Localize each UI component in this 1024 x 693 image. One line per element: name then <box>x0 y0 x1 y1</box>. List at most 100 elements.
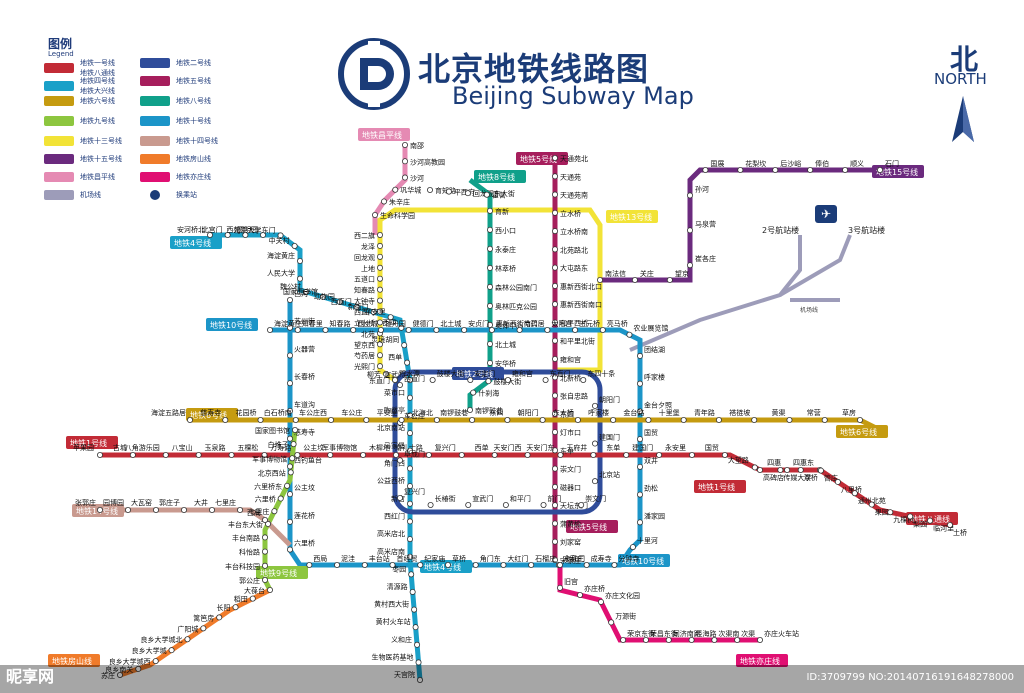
station-label: 石榴庄 <box>535 554 556 563</box>
station-dot <box>757 637 764 644</box>
station-dot <box>868 501 875 508</box>
station-label: 苏庄 <box>101 671 115 680</box>
station-label: 荣京东街 <box>627 629 655 638</box>
station-label: 巩华城 <box>400 186 421 195</box>
legend-label: 地铁二号线 <box>176 59 211 67</box>
station-dot <box>552 392 559 399</box>
station-label: 丰台南路 <box>232 533 260 542</box>
line-tag-bg <box>256 566 308 579</box>
station-dot <box>286 518 293 525</box>
legend-item: 地铁十四号线 <box>140 136 218 146</box>
station-label: 丰台东大街 <box>228 520 263 529</box>
station-label: 火器营 <box>294 344 315 353</box>
station-dot <box>389 562 396 569</box>
station-label: 奥林匹克公园 <box>495 302 537 311</box>
line-tag-bg <box>66 436 118 449</box>
station-dot <box>409 588 416 595</box>
line-tag-bg <box>170 236 222 249</box>
station-label: 西二旗 <box>354 231 375 240</box>
station-label: 平西府 <box>454 188 475 197</box>
legend-swatch <box>140 136 170 146</box>
legend-label: 地铁昌平线 <box>80 173 115 181</box>
line-tag: 地铁房山线 <box>52 656 92 666</box>
station-label: 北苑路北 <box>560 245 588 254</box>
station-dot <box>620 637 627 644</box>
legend-item: 地铁昌平线 <box>44 172 115 182</box>
subway-logo-icon <box>338 38 410 110</box>
station-dot <box>608 619 615 626</box>
station-label: 马家堡 <box>384 441 405 450</box>
station-dot <box>129 451 136 458</box>
legend-swatch <box>140 58 170 68</box>
station-dot <box>334 562 341 569</box>
station-label: 磁器口 <box>560 483 581 492</box>
station-dot <box>286 296 293 303</box>
station-dot <box>350 326 357 333</box>
station-dot <box>406 430 413 437</box>
station-label: 草房 <box>842 408 856 417</box>
station-dot <box>772 166 779 173</box>
station-label: 光熙门 <box>354 362 375 371</box>
station-dot <box>376 286 383 293</box>
station-dot <box>552 502 559 509</box>
station-label: 陶然亭 <box>384 405 405 414</box>
station-label: 四惠 <box>767 458 781 467</box>
station-label: 积水潭 <box>399 369 420 378</box>
line-13 <box>377 207 603 373</box>
station-dot <box>265 520 272 527</box>
legend-swatch <box>44 154 74 164</box>
station-label: 惠新西街北口 <box>560 282 602 291</box>
station-dot <box>153 506 160 513</box>
station-label: 石门 <box>885 159 899 168</box>
line-tag: 地铁4号线 <box>174 238 211 248</box>
station-dot <box>433 326 440 333</box>
station-dot <box>303 288 310 295</box>
station-label: 西单 <box>388 353 402 362</box>
station-dot <box>637 519 644 526</box>
station-label: 木樨地 <box>369 443 390 452</box>
station-dot <box>599 326 606 333</box>
station-label: 郭庄子 <box>159 498 180 507</box>
north-label-en: NORTH <box>934 70 987 88</box>
line-14 <box>100 507 292 547</box>
station-dot <box>406 377 413 384</box>
legend-item: 地铁一号线 地铁八通线 <box>44 58 115 78</box>
station-label: 黄渠 <box>771 408 785 417</box>
station-label: 双井 <box>644 456 658 465</box>
line-tag-bg <box>618 554 670 567</box>
station-label: 广阳城 <box>177 624 198 633</box>
station-dot <box>629 544 636 551</box>
station-dot <box>162 451 169 458</box>
station-label: 俸伯 <box>815 159 829 168</box>
station-label: 立水桥 <box>354 318 375 327</box>
station-dot <box>552 154 559 161</box>
legend-label: 地铁六号线 <box>80 97 115 105</box>
station-label: 东四 <box>560 410 574 419</box>
station-label: 白石桥南 <box>264 408 292 417</box>
station-label: 大井 <box>194 498 208 507</box>
station-dot <box>469 416 476 423</box>
station-label: 霍营 <box>492 191 506 200</box>
station-label: 黄村火车站 <box>376 617 411 626</box>
station-label: 望京 <box>675 269 689 278</box>
station-label: 后沙峪 <box>780 159 801 168</box>
station-dot <box>392 186 399 193</box>
station-label: 海淀五路居 <box>151 408 186 417</box>
station-label: 花梨坎 <box>745 159 766 168</box>
station-dot <box>552 447 559 454</box>
station-dot <box>261 562 268 569</box>
station-dot <box>376 319 383 326</box>
station-dot <box>557 562 564 569</box>
station-label: 海淀黄庄 <box>267 251 295 260</box>
line-tag-bg <box>736 654 788 667</box>
station-label: 北京大学东门 <box>234 225 276 234</box>
station-dot <box>401 141 408 148</box>
station-dot <box>842 166 849 173</box>
station-dot <box>406 483 413 490</box>
station-label: 国展 <box>710 160 724 168</box>
station-dot <box>286 407 293 414</box>
station-dot <box>472 562 479 569</box>
legend-label: 机场线 <box>80 191 101 199</box>
station-dot <box>417 562 424 569</box>
station-dot <box>486 302 493 309</box>
